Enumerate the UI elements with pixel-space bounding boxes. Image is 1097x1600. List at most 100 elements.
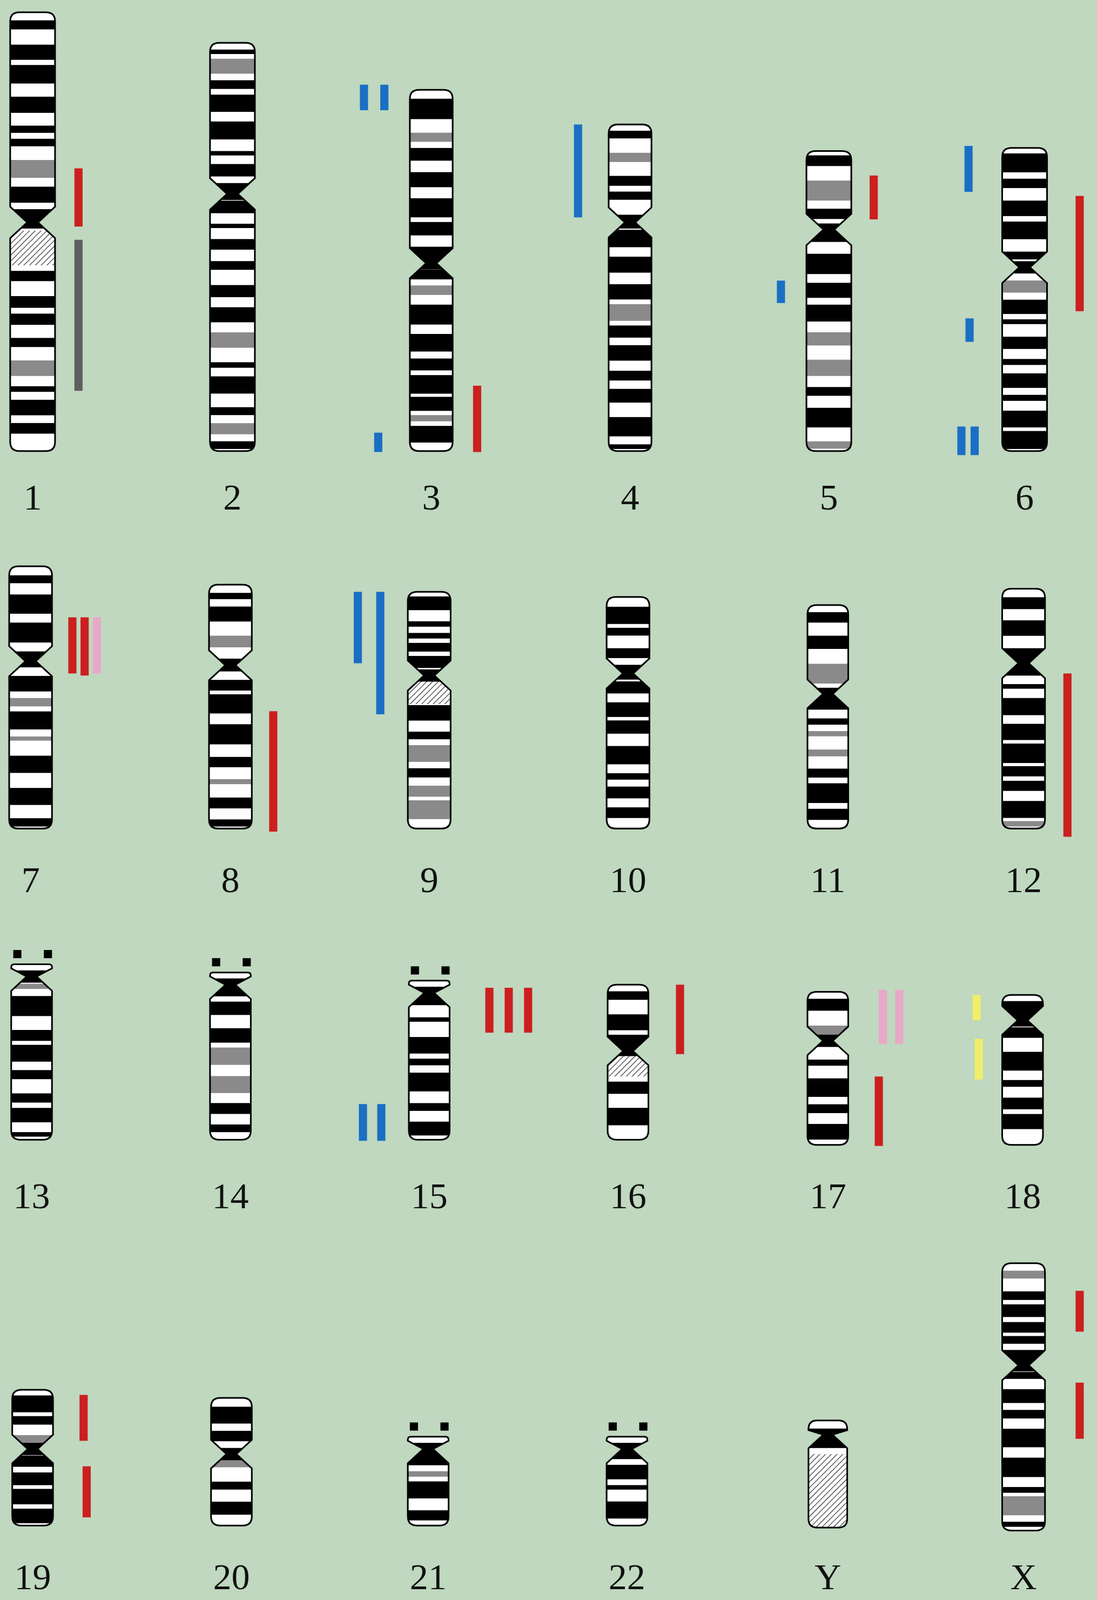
band	[979, 153, 1070, 173]
chromosome-bands	[786, 584, 869, 849]
band	[980, 683, 1067, 689]
marker-bar	[894, 989, 904, 1044]
chromosome-bands	[980, 1242, 1067, 1551]
band	[786, 1059, 869, 1066]
band	[388, 132, 475, 143]
band	[786, 635, 869, 649]
marker-bar	[523, 987, 533, 1033]
band	[187, 592, 274, 600]
chromosome	[0, 1368, 74, 1546]
chromosome-outline	[11, 964, 53, 1140]
chromosome	[979, 127, 1070, 471]
band	[388, 414, 475, 422]
marker-bar	[974, 1038, 983, 1080]
chromosome-number: 21	[409, 1557, 447, 1595]
band	[587, 191, 673, 200]
band	[187, 121, 278, 140]
band	[587, 388, 673, 403]
band	[187, 407, 278, 416]
marker-bar	[377, 1103, 386, 1141]
chromosome-outline	[209, 584, 252, 829]
band	[587, 284, 673, 300]
chromosome-bands	[980, 568, 1067, 849]
marker-bar	[875, 1075, 884, 1146]
band	[786, 663, 869, 684]
band	[584, 606, 671, 624]
chromosome-number: 8	[221, 860, 240, 898]
chromosome-bands	[187, 22, 278, 472]
band	[187, 285, 278, 298]
satellite	[409, 1421, 419, 1430]
heterochromatin	[386, 681, 473, 704]
chromosome-number: 7	[21, 860, 40, 898]
marker-bar	[68, 616, 77, 673]
band	[587, 370, 673, 381]
chromosome	[786, 971, 869, 1166]
marker-bar	[353, 591, 362, 663]
band	[386, 655, 473, 668]
band	[584, 648, 671, 658]
band	[388, 269, 475, 280]
marker-bar	[504, 987, 513, 1033]
band	[979, 431, 1070, 449]
band	[190, 1501, 273, 1514]
band	[584, 772, 671, 780]
band	[786, 1123, 869, 1140]
chromosome-outline	[608, 124, 652, 451]
band	[979, 394, 1070, 401]
satellite	[13, 949, 22, 958]
chromosome-bands	[0, 1368, 74, 1546]
band	[388, 147, 475, 161]
band	[979, 336, 1070, 349]
band	[187, 260, 278, 270]
band	[388, 221, 475, 236]
chromosome	[587, 964, 669, 1161]
chromosome-number: 1	[23, 478, 42, 516]
band	[786, 1078, 869, 1097]
band	[784, 407, 874, 428]
chromosome	[388, 69, 475, 471]
band	[388, 333, 475, 352]
chromosome-number: 20	[212, 1557, 250, 1595]
band	[786, 730, 869, 737]
marker-bar	[970, 426, 979, 455]
chromosome-number: 15	[411, 1176, 448, 1214]
chromosome-number: 6	[1015, 478, 1034, 516]
chromosome-outline	[808, 1419, 848, 1527]
chromosome-number: 13	[13, 1176, 51, 1214]
band	[386, 799, 473, 819]
band	[0, 295, 78, 308]
band	[0, 186, 78, 203]
band	[587, 256, 673, 273]
band	[979, 251, 1070, 260]
band	[388, 1036, 470, 1054]
band	[0, 44, 78, 60]
chromosome	[0, 0, 78, 471]
band	[0, 386, 78, 392]
marker-bar	[376, 591, 385, 715]
band	[784, 359, 874, 376]
band	[388, 98, 475, 120]
band	[980, 723, 1067, 740]
band	[981, 1079, 1064, 1087]
marker-bar	[380, 84, 389, 111]
satellite	[242, 957, 251, 966]
satellite	[212, 957, 221, 966]
band	[386, 632, 473, 638]
band	[587, 345, 673, 361]
chromosome	[386, 571, 473, 850]
chromosome-number: 16	[609, 1176, 647, 1214]
band	[388, 198, 475, 218]
band	[388, 1121, 470, 1136]
band	[386, 642, 473, 652]
band	[387, 1509, 469, 1520]
band	[980, 820, 1067, 826]
chromosome-number: 11	[810, 860, 846, 898]
band	[980, 1321, 1067, 1333]
band	[979, 299, 1070, 314]
chromosome-number: 9	[420, 860, 439, 898]
band	[980, 620, 1067, 636]
band	[0, 575, 74, 584]
